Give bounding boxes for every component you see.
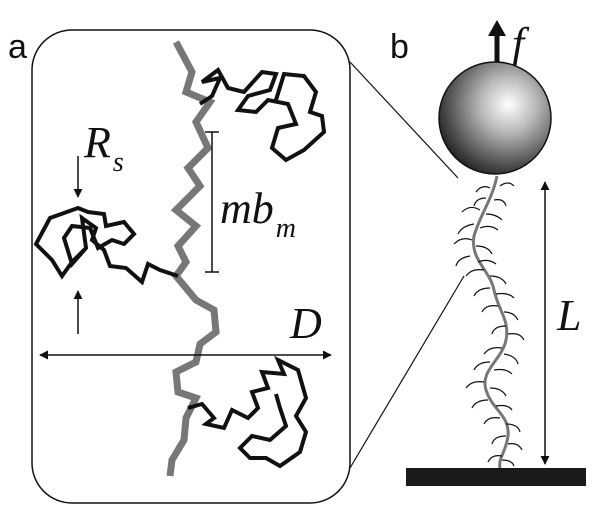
bead — [438, 61, 552, 175]
mbm-label: mbm — [220, 184, 296, 244]
brush-backbone — [472, 175, 510, 469]
d-label: D — [289, 299, 322, 348]
side-chain-bottom — [187, 355, 309, 469]
rs-label: Rs — [83, 118, 124, 178]
side-chain-left — [33, 205, 179, 286]
length-label: L — [556, 291, 581, 340]
force-arrow-head — [488, 20, 506, 36]
zoom-line-bottom — [349, 275, 465, 469]
panel-a-letter: a — [8, 28, 27, 66]
brush-side-chains — [453, 182, 525, 467]
surface-base — [406, 468, 586, 486]
force-label: f — [512, 19, 530, 68]
side-chain-top — [198, 67, 327, 163]
zoom-frame — [31, 29, 351, 504]
panel-b-letter: b — [390, 28, 409, 66]
zoom-line-top — [349, 61, 459, 179]
